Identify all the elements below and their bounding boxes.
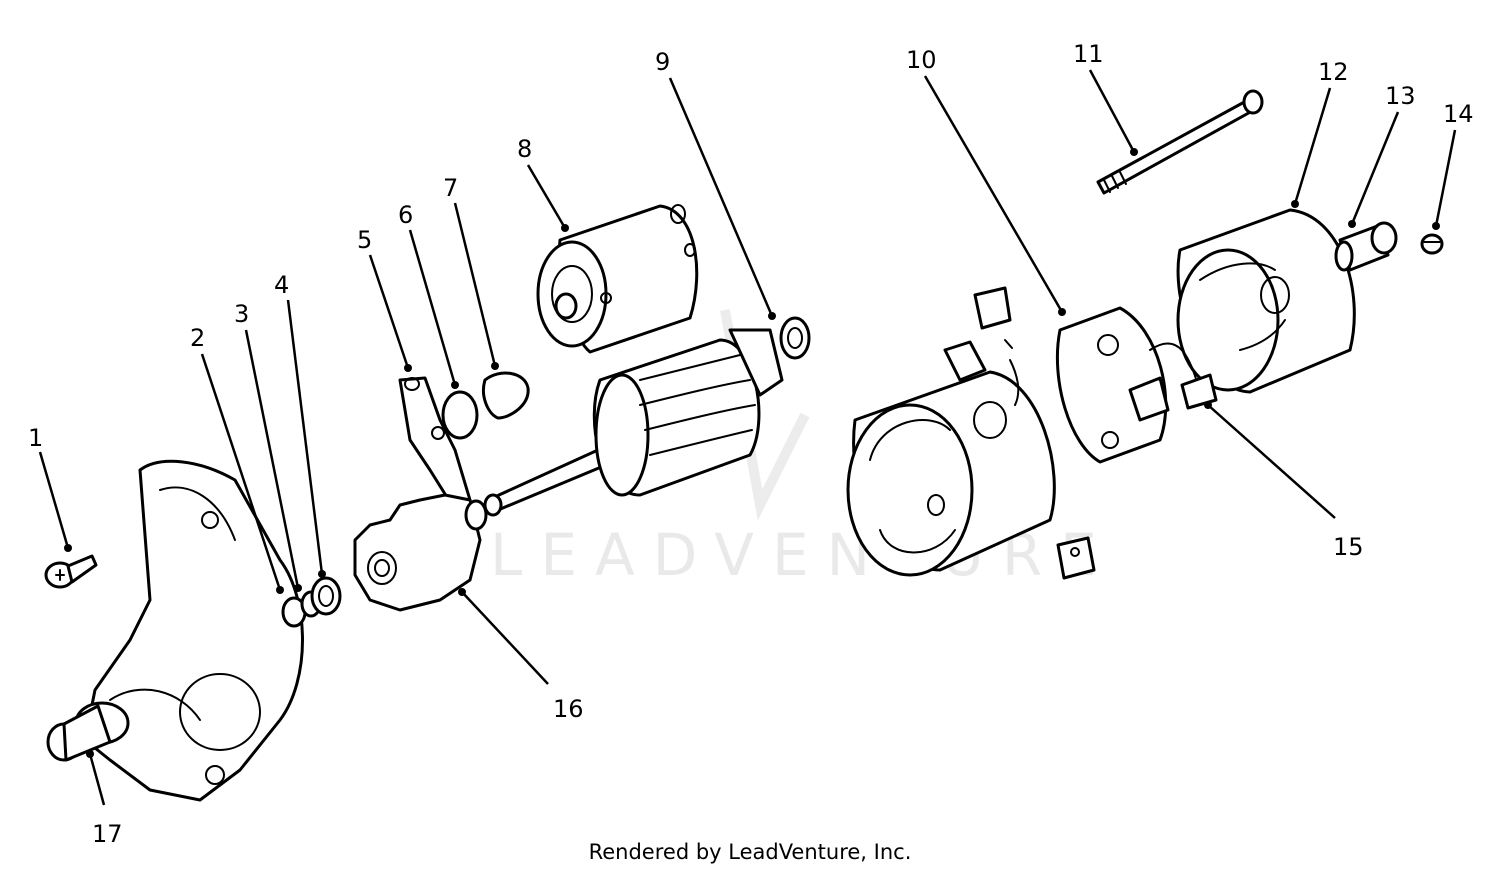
callout-15: 15 <box>1333 533 1364 561</box>
callout-10: 10 <box>906 46 937 74</box>
callout-3: 3 <box>234 300 249 328</box>
part-washers <box>281 576 342 628</box>
part-through-bolt <box>1096 89 1264 195</box>
callout-4: 4 <box>274 271 289 299</box>
callout-5: 5 <box>357 226 372 254</box>
callout-labels: 1 2 3 4 5 6 7 8 9 10 11 12 13 14 15 16 1… <box>28 40 1474 848</box>
leader-lines <box>38 69 1457 806</box>
callout-9: 9 <box>655 48 670 76</box>
part-washer-cap <box>441 371 530 440</box>
part-pinion-clutch <box>353 493 488 612</box>
callout-2: 2 <box>190 324 205 352</box>
footer-credit: Rendered by LeadVenture, Inc. <box>588 840 912 864</box>
part-brush-holder <box>973 286 1170 464</box>
callout-17: 17 <box>92 820 123 848</box>
callout-8: 8 <box>517 135 532 163</box>
callout-16: 16 <box>553 695 584 723</box>
part-armature <box>483 316 811 517</box>
part-solenoid <box>536 204 699 354</box>
part-drive-housing <box>46 459 304 802</box>
callout-6: 6 <box>398 201 413 229</box>
part-end-cover <box>1176 208 1356 394</box>
part-small-cap <box>1420 233 1444 255</box>
callout-1: 1 <box>28 424 43 452</box>
callout-12: 12 <box>1318 58 1349 86</box>
callout-13: 13 <box>1385 82 1416 110</box>
part-screw <box>44 554 98 589</box>
callout-7: 7 <box>443 174 458 202</box>
part-brush-leads <box>1149 342 1218 410</box>
callout-11: 11 <box>1073 40 1104 68</box>
part-bushing <box>1334 221 1398 272</box>
part-yoke <box>846 340 1096 580</box>
callout-14: 14 <box>1443 100 1474 128</box>
